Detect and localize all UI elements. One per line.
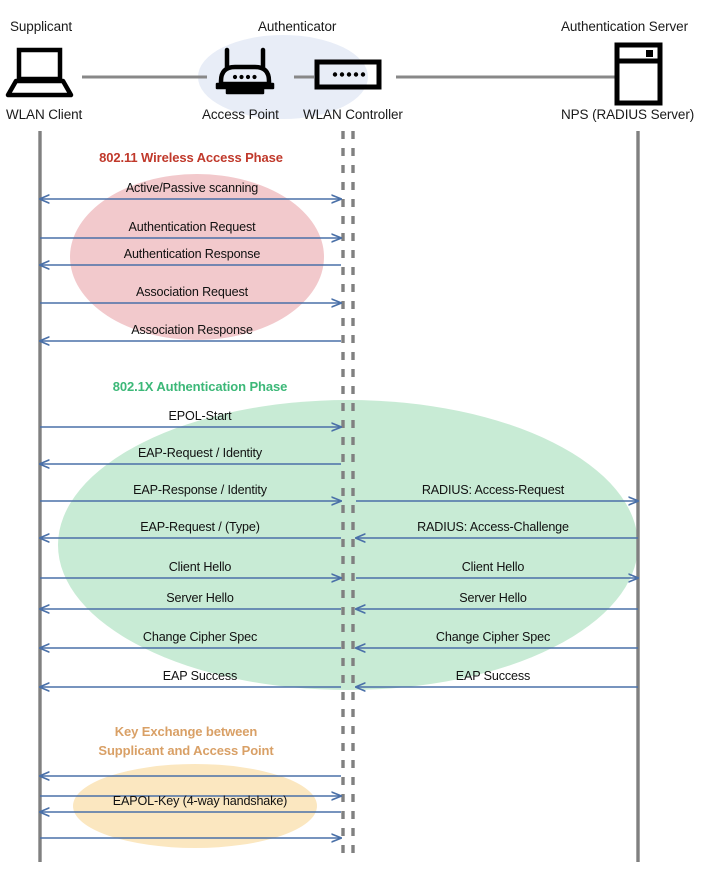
- actor-role-supplicant: Supplicant: [10, 19, 73, 34]
- phase-key-exchange-ellipse: [73, 764, 317, 848]
- phase-80211-ellipse: [70, 174, 324, 340]
- server-icon: [614, 42, 663, 106]
- message-label: Active/Passive scanning: [125, 181, 259, 195]
- actor-name-nps: NPS (RADIUS Server): [561, 107, 695, 122]
- actor-role-authentication-server: Authentication Server: [561, 19, 688, 34]
- message-label: Server Hello: [166, 591, 234, 605]
- message-label: Server Hello: [459, 591, 527, 605]
- message-label: Authentication Response: [123, 247, 261, 261]
- message-label: EAP-Request / Identity: [137, 446, 263, 460]
- message-label: RADIUS: Access-Request: [421, 483, 565, 497]
- authenticator-group-ellipse: [198, 35, 368, 119]
- actor-name-wlan-controller: WLAN Controller: [303, 107, 403, 122]
- message-label: Client Hello: [461, 560, 525, 574]
- phase-8021x-label: 802.1X Authentication Phase: [112, 379, 288, 394]
- phase-key-exchange-label-line2: Supplicant and Access Point: [98, 743, 274, 758]
- message-label: RADIUS: Access-Challenge: [417, 520, 569, 534]
- message-label: Authentication Request: [128, 220, 256, 234]
- message-label: Association Request: [136, 285, 248, 299]
- message-label: EAP-Response / Identity: [133, 483, 267, 497]
- actor-name-wlan-client: WLAN Client: [6, 107, 83, 122]
- message-label: EPOL-Start: [168, 409, 232, 423]
- laptop-icon: [5, 47, 74, 98]
- message-label: Change Cipher Spec: [435, 630, 551, 644]
- message-label: Client Hello: [168, 560, 232, 574]
- phase-80211-label: 802.11 Wireless Access Phase: [99, 150, 283, 165]
- message-label: EAP Success: [162, 669, 238, 683]
- phase-8021x-ellipse: [58, 400, 638, 690]
- message-label: EAPOL-Key (4-way handshake): [112, 794, 288, 808]
- message-label: Association Response: [131, 323, 253, 337]
- message-label: EAP Success: [455, 669, 531, 683]
- actor-role-authenticator: Authenticator: [258, 19, 337, 34]
- message-label: EAP-Request / (Type): [140, 520, 260, 534]
- actor-name-access-point: Access Point: [202, 107, 279, 122]
- access-point-icon: [215, 47, 275, 95]
- message-label: Change Cipher Spec: [142, 630, 258, 644]
- wlan-controller-icon: [314, 59, 382, 90]
